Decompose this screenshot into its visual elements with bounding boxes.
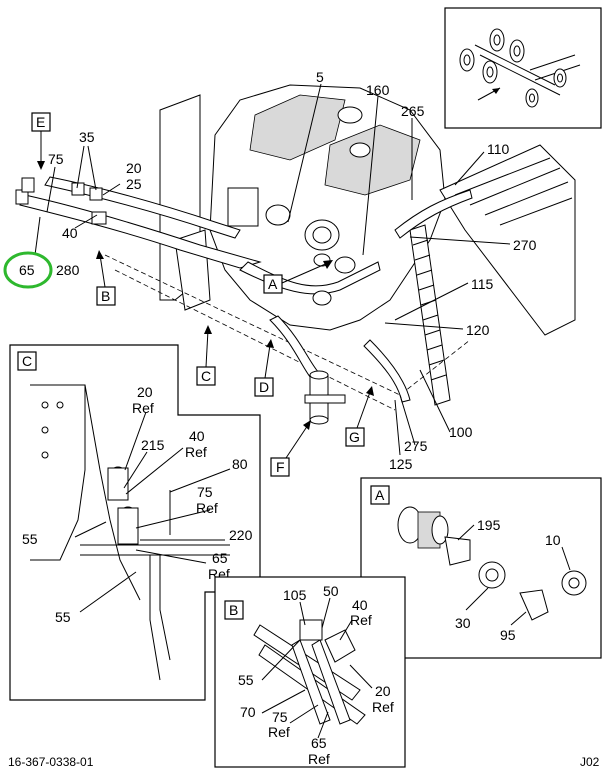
detail-b-callout-20-ref: Ref	[372, 699, 394, 715]
callout-75: 75	[48, 151, 64, 167]
vehicle-locator-inset	[444, 7, 602, 129]
main-leader-lines	[34, 83, 511, 459]
detail-c-callout-40-ref: Ref	[185, 444, 207, 460]
detail-b-callout-65: 65	[311, 735, 327, 751]
detail-view-a: A 195 10 30 95	[360, 477, 602, 659]
detail-b-callout-50: 50	[323, 583, 339, 599]
detail-c-callout-220: 220	[229, 527, 253, 543]
callout-35: 35	[79, 129, 95, 145]
detail-view-c: C 20 Ref 215 40 Ref 80 75 Re	[9, 344, 261, 701]
view-letter-f: F	[276, 459, 285, 475]
sheet-id: J02	[580, 755, 600, 769]
callout-125: 125	[389, 456, 413, 472]
detail-b-callout-70: 70	[240, 704, 256, 720]
detail-a-callout-30: 30	[455, 615, 471, 631]
view-letter-boxes: E B A C D F G	[31, 112, 365, 477]
engine-assembly-illustration	[15, 84, 576, 425]
detail-b-letter: B	[229, 602, 238, 618]
drawing-number: 16-367-0338-01	[8, 755, 94, 769]
detail-view-b: B 105 50 40 Ref 55 20 Ref 70 75 Ref 65 R…	[214, 576, 406, 768]
detail-b-callout-105: 105	[283, 587, 307, 603]
callout-40: 40	[62, 225, 78, 241]
view-letter-e: E	[36, 114, 45, 130]
view-letter-a: A	[268, 276, 278, 292]
callout-20: 20	[126, 160, 142, 176]
view-letter-b: B	[101, 288, 110, 304]
callout-280: 280	[56, 262, 80, 278]
view-letter-c: C	[201, 368, 211, 384]
view-letter-d: D	[259, 379, 269, 395]
detail-a-callout-195: 195	[477, 517, 501, 533]
callout-160: 160	[366, 82, 390, 98]
detail-c-callout-55-lower: 55	[55, 609, 71, 625]
detail-c-letter: C	[22, 353, 32, 369]
detail-b-callout-20: 20	[375, 683, 391, 699]
detail-c-callout-20: 20	[137, 384, 153, 400]
detail-c-callout-215: 215	[141, 437, 165, 453]
detail-b-callout-55: 55	[238, 672, 254, 688]
detail-a-letter: A	[375, 487, 385, 503]
detail-b-callout-40: 40	[352, 597, 368, 613]
detail-a-callout-95: 95	[500, 627, 516, 643]
callout-65-highlighted: 65	[19, 262, 35, 278]
callout-120: 120	[466, 322, 490, 338]
main-callouts: 5 160 265 110 270 115 120 100 275 125 35…	[19, 69, 537, 472]
detail-c-callout-65: 65	[212, 550, 228, 566]
detail-b-callout-75-ref: Ref	[268, 724, 290, 740]
detail-a-callout-10: 10	[545, 532, 561, 548]
detail-c-callout-55-upper: 55	[22, 531, 38, 547]
detail-b-callout-65-ref: Ref	[308, 751, 330, 767]
callout-5: 5	[316, 69, 324, 85]
callout-25: 25	[126, 176, 142, 192]
view-letter-g: G	[349, 429, 360, 445]
detail-b-callout-75: 75	[272, 709, 288, 725]
callout-265: 265	[401, 103, 425, 119]
callout-110: 110	[487, 141, 510, 157]
detail-c-callout-40: 40	[189, 428, 205, 444]
callout-100: 100	[449, 424, 473, 440]
callout-275: 275	[404, 438, 428, 454]
callout-270: 270	[513, 237, 537, 253]
detail-b-callout-40-ref: Ref	[350, 612, 372, 628]
detail-c-callout-80: 80	[232, 456, 248, 472]
detail-c-callout-75: 75	[197, 484, 213, 500]
highlight-circle	[3, 251, 53, 289]
callout-115: 115	[471, 276, 494, 292]
detail-c-callout-20-ref: Ref	[132, 400, 154, 416]
detail-c-callout-75-ref: Ref	[196, 500, 218, 516]
